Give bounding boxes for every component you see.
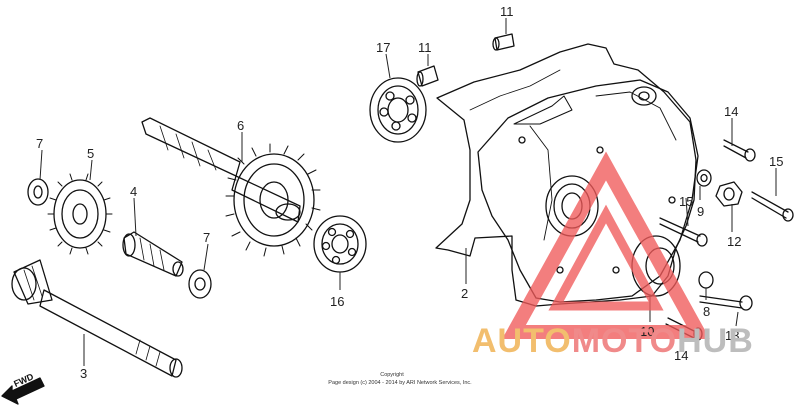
shaft-3 — [11, 259, 183, 378]
callout-13: 13 — [725, 328, 739, 343]
copyright-line1: Copyright — [380, 372, 404, 378]
washer-7-lower — [188, 269, 212, 299]
callout-9: 9 — [697, 204, 704, 219]
callout-7-top: 7 — [36, 136, 43, 151]
bolt-15-right — [751, 191, 794, 222]
callout-4: 4 — [130, 184, 137, 199]
fwd-arrow — [1, 377, 45, 405]
bearing-17 — [369, 77, 427, 143]
nut-12 — [715, 181, 743, 207]
watermark-moto: MOTO — [571, 322, 678, 360]
copyright-line2: Page design (c) 2004 - 2014 by ARI Netwo… — [328, 380, 472, 386]
gasket — [435, 43, 697, 307]
bolt-15-mid — [659, 217, 708, 247]
callout-14-top: 14 — [724, 104, 738, 119]
dowel-top — [494, 33, 515, 51]
washer-8 — [698, 271, 714, 289]
bolt-13 — [699, 295, 753, 311]
callout-15-right: 15 — [769, 154, 783, 169]
callout-15-mid: 15 — [679, 194, 693, 209]
callout-11-top: 11 — [500, 4, 514, 19]
washer-7-top — [27, 178, 49, 206]
watermark-hub: HUB — [677, 322, 754, 360]
callout-5: 5 — [87, 146, 94, 161]
callout-8: 8 — [703, 304, 710, 319]
callout-11-mid: 11 — [418, 40, 432, 55]
callout-7-lower: 7 — [203, 230, 210, 245]
callout-10: 10 — [640, 324, 654, 339]
side-cover — [477, 79, 699, 303]
bearing-16 — [313, 215, 367, 273]
shaft-6 — [141, 117, 321, 257]
callout-6: 6 — [237, 118, 244, 133]
callout-3: 3 — [80, 366, 87, 381]
shaft-4 — [122, 231, 184, 277]
watermark-auto: AUTO — [472, 322, 572, 360]
callout-16: 16 — [330, 294, 344, 309]
gear-5 — [47, 173, 113, 255]
watermark-triangle — [502, 151, 710, 339]
callout-14-low: 14 — [674, 348, 688, 363]
watermark-logo: AUTOMOTOHUB — [472, 322, 754, 361]
callout-17: 17 — [376, 40, 390, 55]
washer-9 — [696, 169, 712, 187]
dowel-mid — [417, 65, 439, 87]
callout-12: 12 — [727, 234, 741, 249]
callout-2: 2 — [461, 286, 468, 301]
bolt-14-top — [723, 139, 756, 162]
